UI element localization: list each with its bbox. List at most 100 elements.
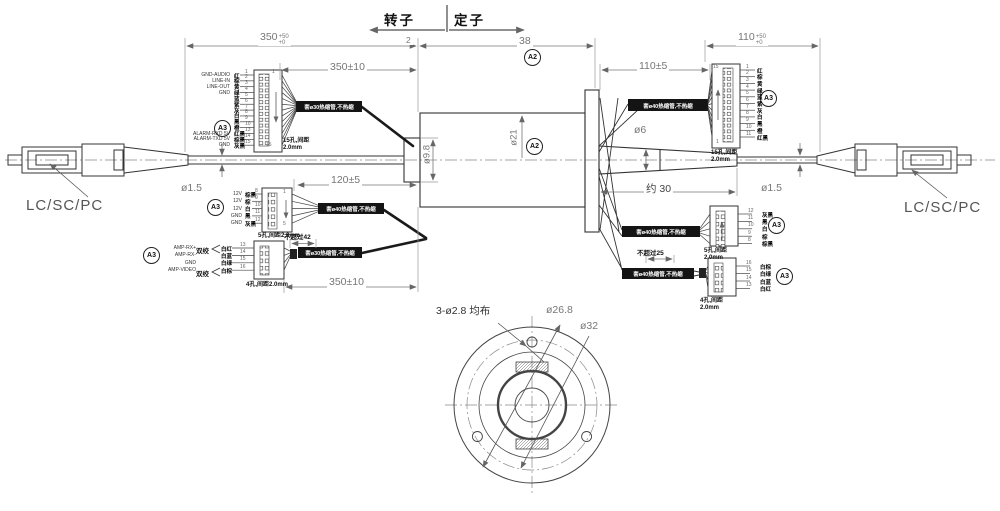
dim-tolerance: +50+0 (278, 34, 289, 46)
dim-shaft-diameter: ø9.8 (421, 145, 433, 165)
right15-pin-number: 7 (746, 103, 749, 110)
right15-pin-number: 9 (746, 117, 749, 124)
dim-left-overall: 350+50+0 (258, 31, 291, 46)
rotor-cable-bundle (360, 105, 428, 255)
left15-wire-color: 白 (234, 114, 240, 121)
left15-wire-color: 橙 (234, 126, 240, 133)
dim-right-overall: 110+50+0 (736, 31, 768, 46)
balloon-a3: A3 (760, 90, 777, 107)
mid5-signal-label: GND (230, 220, 242, 227)
balloon-a3: A3 (214, 120, 231, 137)
pitch-line1: 5孔,间距 (704, 248, 728, 254)
right5-pin-number: 8 (748, 237, 751, 244)
right15-wire-color: 紫 (757, 102, 763, 108)
right4-wire-color: 白绿 (760, 272, 772, 278)
stator-wire-bundle (598, 97, 700, 277)
right4-pin-number: 14 (746, 274, 752, 281)
left15-signal-label: ALARM-TXD 5V (193, 136, 230, 143)
pitch-line2: 2.0mm (704, 254, 724, 261)
header-stator: 定子 (454, 13, 485, 28)
right15-wire-color: 白 (757, 115, 763, 122)
left15-wire-color: 红黑 (234, 132, 246, 138)
right15-wire-color: 黄 (757, 81, 763, 88)
left15-signal-label: GND (218, 142, 230, 149)
mid5-pin-number: 8 (255, 187, 258, 194)
dim-mid-cable: 120±5 (329, 174, 363, 186)
left15-pin-number: 13 (245, 127, 251, 133)
right15-pin-number: 10 (746, 123, 752, 130)
mid5-wire-color: 棕黑 (245, 192, 257, 199)
twisted-pair-brace (211, 244, 221, 277)
dim-tolerance: +50+0 (755, 34, 766, 46)
right15-pin-number: 11 (746, 130, 752, 137)
dimension-arrows (219, 115, 803, 177)
left15-pin-number: 4 (245, 86, 248, 93)
left4-wire-color: 白棕 (221, 268, 233, 275)
dim-left-cable: 350±10 (328, 61, 367, 73)
right15-pin-number: 6 (746, 97, 749, 103)
right5-wire-color: 棕 (762, 234, 768, 241)
dim-value: 350 (260, 31, 278, 43)
left15-wire-color: 蓝 (234, 96, 240, 103)
rotor-stator-divider (369, 5, 525, 34)
right4-wire-color: 白棕 (760, 264, 772, 271)
left15-pin-number: 15 (245, 138, 251, 145)
right15-wire-color: 红 (757, 68, 763, 75)
left15-pin-number: 9 (245, 115, 248, 122)
right5-wire-color: 棕黑 (762, 242, 774, 249)
left15-signal-label: ALARM-RXD 5V (193, 130, 230, 137)
mid5-pin-top: 1 (283, 189, 286, 195)
heat-shrink-label: 套ø30热缩管,不热缩 (305, 251, 355, 257)
right4-pin-number: 13 (746, 282, 752, 288)
right5-wire-color: 灰黑 (762, 212, 774, 219)
left4-signal-label: GND (184, 259, 196, 266)
dim-gap: 2 (404, 35, 413, 45)
heat-shrink-label: 套ø40热缩管,不热缩 (636, 230, 686, 236)
mid5-wire-color: 黑 (245, 214, 251, 221)
right15-pin-number: 8 (746, 110, 749, 117)
left4-wire-color: 白蓝 (221, 253, 233, 260)
heat-shrink-label: 套ø40热缩管,不热缩 (643, 104, 693, 110)
left15-pin-number: 8 (245, 109, 248, 116)
balloon-a2: A2 (526, 138, 543, 155)
left15-wire-color: 灰黑 (234, 143, 246, 150)
wire-fans (232, 69, 755, 289)
left15-wire-color: 绿 (234, 91, 240, 98)
extension-lines (184, 38, 821, 293)
mid5-pin-number: 9 (255, 194, 258, 201)
heat-shrink-boxes (290, 99, 708, 279)
right15-pin-bot: 1 (716, 139, 719, 145)
dim-boot-length: 约 30 (644, 181, 674, 196)
mid5-signal-label: 12V (233, 191, 242, 197)
heat-shrink-label: 套ø40热缩管,不热缩 (326, 207, 376, 213)
note-max-25: 不超过25 (637, 250, 664, 257)
left15-pin-number: 10 (245, 121, 251, 128)
right15-pin-number: 3 (746, 76, 749, 83)
left15-pin-number: 1 (245, 68, 248, 75)
balloon-a3: A3 (776, 268, 793, 285)
leader-left-fiber (49, 163, 89, 198)
pin-connectors (253, 63, 741, 297)
balloon-a3: A3 (143, 247, 160, 264)
right5-pin-number: 12 (748, 207, 754, 214)
left4-pin-number: 16 (240, 263, 246, 270)
dim-boot-diameter: ø6 (632, 124, 649, 136)
connector-holes (258, 67, 734, 293)
pitch-line1: 15孔,间距 (711, 150, 738, 156)
slip-ring-body (403, 89, 738, 233)
pitch-line1: 4孔,间距 (700, 298, 724, 304)
note-twisted-pair: 双绞 (196, 248, 209, 255)
right15-wire-color: 蓝 (757, 95, 763, 102)
left4-pitch-note: 4孔,间距2.0mm (246, 282, 289, 288)
left15-signal-label: LINE-IN (212, 77, 230, 84)
mid5-pin-number: 12 (255, 216, 261, 223)
left15-wire-color: 黄 (234, 85, 240, 92)
left15-signal-label: GND-AUDIO (201, 72, 230, 78)
mid5-pitch-note: 5孔,间距2.0mm (258, 233, 301, 239)
left15-pin-bot: 15 (266, 142, 272, 148)
right15-wire-color: 红黑 (757, 135, 769, 142)
